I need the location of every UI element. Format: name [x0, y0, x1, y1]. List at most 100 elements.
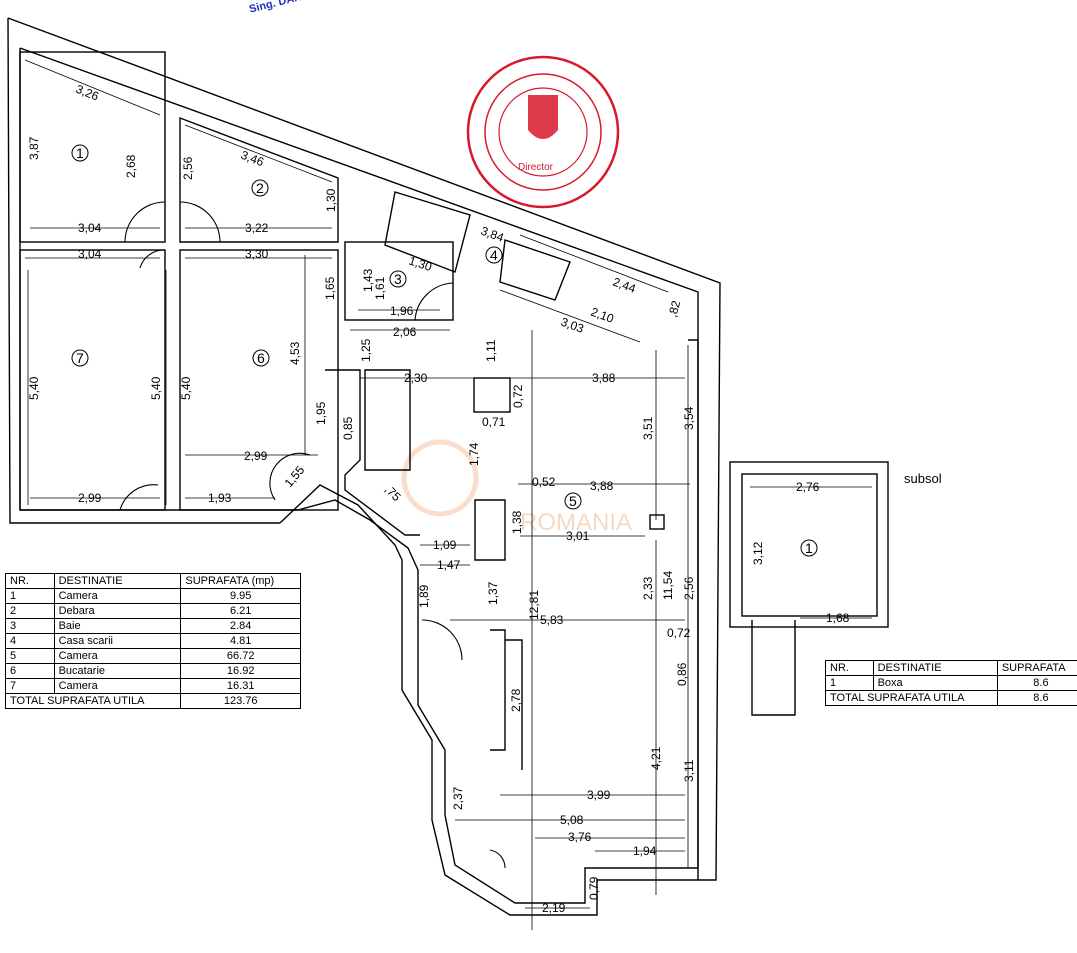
basement-dest: Boxa [872, 675, 998, 691]
room-number-4: 4 [490, 247, 498, 263]
door-arc [139, 249, 166, 269]
dim-label: 4,53 [288, 341, 302, 365]
dim-label: 1,30 [324, 188, 338, 212]
legend-nr: 3 [5, 618, 55, 634]
dim-label: 1,74 [467, 442, 481, 466]
legend-nr: 6 [5, 663, 55, 679]
room-number-1: 1 [76, 145, 84, 161]
dim-label: 5,08 [560, 813, 584, 827]
dim-label: 1,61 [373, 276, 387, 300]
dim-label: 5,40 [149, 376, 163, 400]
dim-label: 3,26 [74, 82, 101, 104]
door-arc [119, 484, 159, 511]
basement-total-label: TOTAL SUPRAFATA UTILA [825, 690, 998, 706]
basement-legend-row: 1 Boxa 8.6 [825, 675, 1077, 691]
outer-wall [7, 17, 721, 916]
dim-label: 2,37 [451, 786, 465, 810]
dim-label: 3,12 [751, 541, 765, 565]
dim-label: 1,55 [282, 463, 308, 490]
legend-header-nr: NR. [5, 573, 55, 589]
dim-label: 2,78 [509, 688, 523, 712]
basement-header-suprafata: SUPRAFATA [996, 660, 1077, 676]
dim-label: 1,30 [407, 254, 434, 275]
room-number-7: 7 [76, 350, 84, 366]
dim-label: 3,87 [27, 136, 41, 160]
legend-area: 9.95 [180, 588, 301, 604]
dim-label: 1,25 [359, 338, 373, 362]
dim-label: 3,11 [682, 759, 696, 782]
dim-label: 1,09 [433, 538, 457, 552]
door-arc [124, 201, 166, 243]
legend-dest: Debara [53, 603, 182, 619]
basement-nr: 1 [825, 675, 874, 691]
dim-label: 0,79 [587, 876, 601, 900]
dim-label: 3,04 [78, 221, 102, 235]
legend-nr: 1 [5, 588, 55, 604]
legend-area: 16.31 [180, 678, 301, 694]
dim-label: 3,22 [245, 221, 269, 235]
dim-label: 2,68 [124, 154, 138, 178]
dim-label: 1,93 [208, 491, 232, 505]
legend-header-suprafata: SUPRAFATA (mp) [180, 573, 301, 589]
door-arc [179, 201, 221, 243]
dim-label: 0,86 [675, 662, 689, 686]
room-1 [19, 51, 166, 243]
dim-label: 2,10 [589, 305, 616, 326]
dim-label: 1,11 [484, 339, 498, 362]
legend-dest: Baie [53, 618, 182, 634]
room-number-2: 2 [256, 180, 264, 196]
room-number-6: 6 [257, 350, 265, 366]
dim-label: 2,33 [641, 576, 655, 600]
legend-header: NR. DESTINATIE SUPRAFATA (mp) [5, 573, 301, 589]
room-6 [179, 249, 339, 511]
dim-label: 5,40 [27, 376, 41, 400]
niche [473, 377, 511, 413]
column-small [649, 514, 665, 530]
watermark-text: ROMANIA [520, 509, 632, 536]
dim-label: 1,65 [323, 276, 337, 300]
dim-label: 3,99 [587, 788, 611, 802]
legend-nr: 2 [5, 603, 55, 619]
legend-total-label: TOTAL SUPRAFATA UTILA [4, 693, 182, 709]
staircase-upper [384, 191, 571, 301]
dim-label: 3,30 [245, 247, 269, 261]
dim-label: 3,54 [682, 406, 696, 430]
legend-area: 16.92 [180, 663, 301, 679]
door-arc [421, 619, 463, 661]
basement-outer [729, 461, 889, 628]
dim-label: 2,99 [78, 491, 102, 505]
legend-area: 2.84 [180, 618, 301, 634]
dim-label: 1,96 [390, 304, 414, 318]
room-7 [19, 249, 166, 511]
basement-header-destinatie: DESTINATIE [872, 660, 998, 676]
dim-label: 3,88 [592, 371, 616, 385]
basement-legend-total: TOTAL SUPRAFATA UTILA 8.6 [825, 690, 1077, 706]
basement-area: 8.6 [996, 675, 1077, 691]
legend-area: 6.21 [180, 603, 301, 619]
dim-label: 1,95 [314, 401, 328, 425]
basement-legend-header: NR. DESTINATIE SUPRAFATA [825, 660, 1077, 676]
dim-label: 1,43 [361, 268, 375, 292]
room-2 [179, 116, 339, 243]
dim-label: 1,38 [510, 510, 524, 534]
room-number-5: 5 [569, 493, 577, 509]
dim-label: 2,06 [393, 325, 417, 339]
east-wall-segment [688, 339, 699, 880]
dim-label: ,82 [665, 299, 683, 319]
pillar [474, 499, 506, 561]
legend-dest: Casa scarii [53, 633, 182, 649]
dim-label: 3,04 [78, 247, 102, 261]
dim-label: 1,37 [486, 581, 500, 605]
dim-label: 2,30 [404, 371, 428, 385]
legend-area: 4.81 [180, 633, 301, 649]
legend-dest: Bucatarie [53, 663, 182, 679]
basement-room [741, 473, 878, 617]
dim-label: 4,21 [649, 746, 663, 770]
dim-label: 0,72 [667, 626, 691, 640]
